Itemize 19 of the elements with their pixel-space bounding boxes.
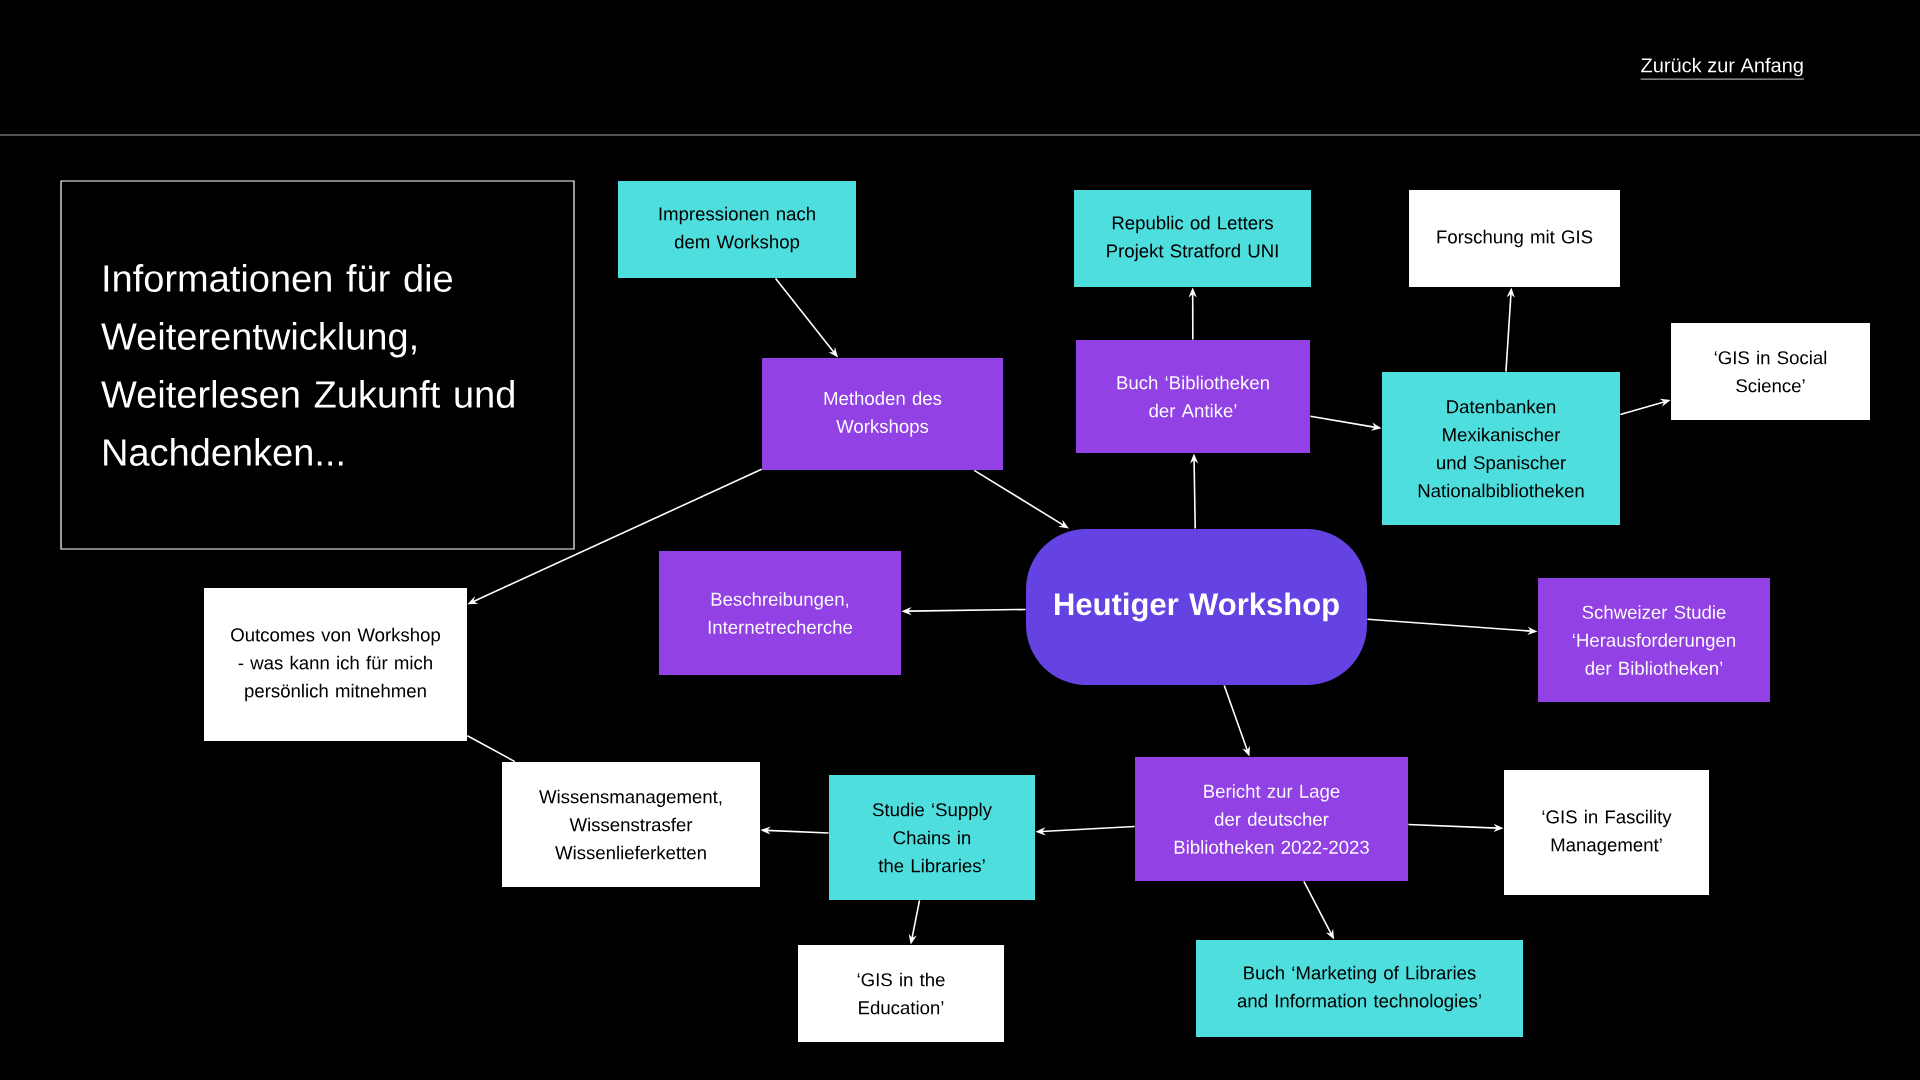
topic-box: Buch ‘Marketing of Libraries and Information technologies’: [1196, 940, 1523, 1037]
topic-box: Studie ‘Supply Chains in the Libraries’: [829, 775, 1035, 900]
topic-box: ‘GIS in the Education’: [798, 945, 1004, 1042]
topic-box: Impressionen nach dem Workshop: [618, 181, 856, 278]
text-box: Informationen für die Weiterentwicklung, Weiterlesen Zukunft und Nachdenken...: [60, 180, 575, 550]
central-node: Heutiger Workshop: [1026, 529, 1367, 685]
link: Zurück zur Anfang: [1640, 57, 1805, 80]
topic-box: Outcomes von Workshop - was kann ich für mich persönlich mitnehmen: [204, 588, 467, 741]
topic-box: Methoden des Workshops: [762, 358, 1003, 470]
topic-box: Republic od Letters Projekt Stratford UNI: [1074, 190, 1311, 287]
topic-box: Beschreibungen, Internetrecherche: [659, 551, 901, 675]
topic-box: Schweizer Studie ‘Herausforderungen der Bibliotheken’: [1538, 578, 1770, 702]
topic-box: Wissensmanagement, Wissenstrasfer Wissenlieferketten: [502, 762, 760, 887]
topic-box: ‘GIS in Fascility Management’: [1504, 770, 1709, 895]
topic-box: Bericht zur Lage der deutscher Bibliotheken 2022-2023: [1135, 757, 1408, 881]
topic-box: Buch ‘Bibliotheken der Antike’: [1076, 340, 1310, 453]
topic-box: Datenbanken Mexikanischer und Spanischer Nationalbibliotheken: [1382, 372, 1620, 525]
topic-box: Forschung mit GIS: [1409, 190, 1620, 287]
topic-box: ‘GIS in Social Science’: [1671, 323, 1870, 420]
